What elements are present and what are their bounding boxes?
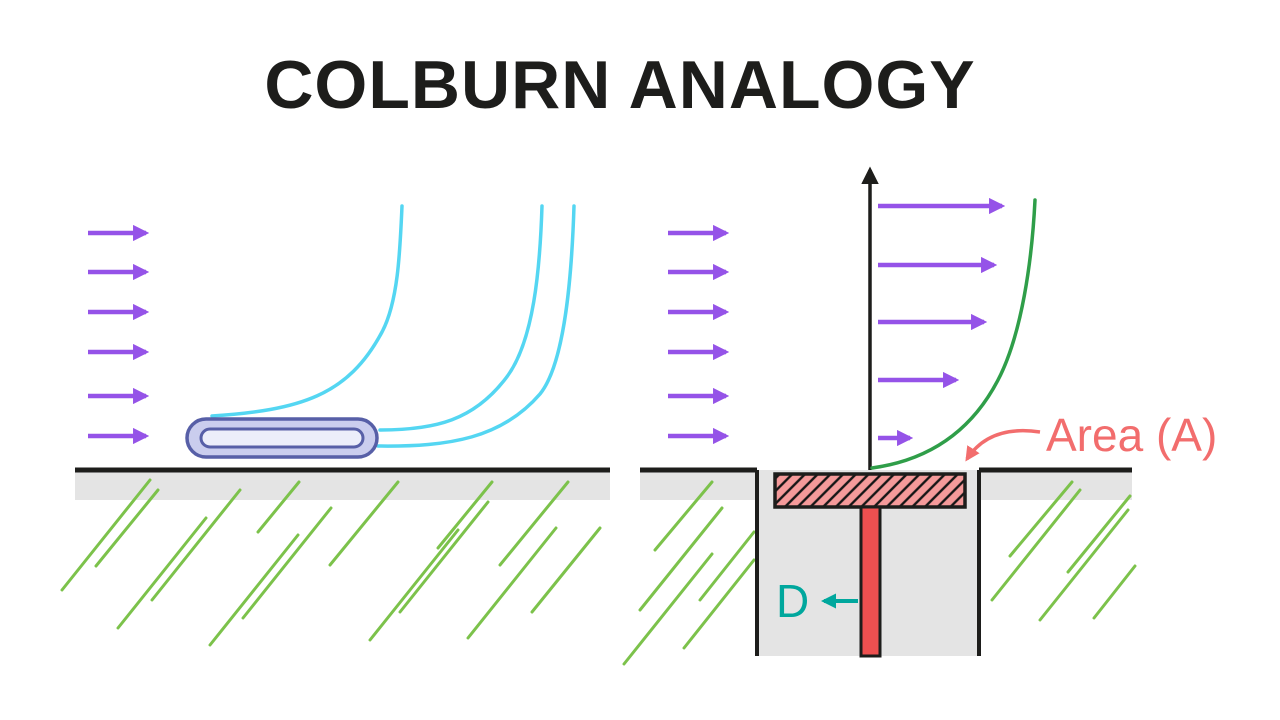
hatch-line (94, 488, 160, 568)
streamline (378, 204, 544, 432)
page-title: COLBURN ANALOGY (264, 47, 975, 123)
hatch-line (241, 506, 333, 620)
hatch-line (653, 480, 714, 552)
ground-hatch-lines (622, 480, 1137, 666)
hatch-line (530, 526, 602, 614)
hatch-line (150, 488, 242, 602)
hatch-line (256, 480, 301, 534)
ground-band (75, 472, 610, 500)
patch-hatch (775, 474, 965, 507)
velocity-profile-arrows (878, 197, 1006, 447)
streamlines (210, 204, 576, 448)
hatch-line (328, 480, 400, 567)
flow-arrows-right (668, 224, 730, 445)
hatch-line (116, 516, 208, 630)
hatch-line (990, 488, 1082, 602)
hatch-line (60, 478, 152, 592)
ground-hatch-lines (60, 478, 602, 647)
ground-band (640, 472, 757, 500)
ground-left (60, 467, 610, 647)
hatch-line (1038, 508, 1130, 622)
hatch-line (398, 500, 490, 614)
hatch-line (622, 552, 714, 666)
area-label: Area (A) (1046, 409, 1217, 461)
velocity-profile-curve (870, 198, 1037, 470)
hatch-line (1008, 480, 1074, 558)
diameter-annotation: D (776, 575, 858, 627)
stem (859, 505, 882, 658)
plate-capsule (185, 417, 379, 459)
streamline (376, 204, 576, 448)
hatch-line (682, 558, 756, 650)
streamline (210, 204, 404, 418)
capsule-inner (199, 427, 365, 449)
hatch-line (436, 480, 494, 550)
area-arrow (965, 428, 1041, 462)
flow-arrows-left (88, 224, 150, 445)
hatch-line (1092, 564, 1137, 620)
heated-area-patch (773, 472, 967, 509)
area-annotation: Area (A) (965, 409, 1217, 462)
hatch-line (466, 526, 558, 640)
hatch-line (208, 533, 300, 647)
hatch-line (638, 506, 724, 612)
hatch-line (498, 480, 570, 567)
ground-band (979, 472, 1132, 500)
hatch-line (698, 530, 756, 602)
diameter-label: D (776, 575, 809, 627)
hatch-line (368, 528, 460, 642)
hatch-line (1066, 494, 1132, 574)
